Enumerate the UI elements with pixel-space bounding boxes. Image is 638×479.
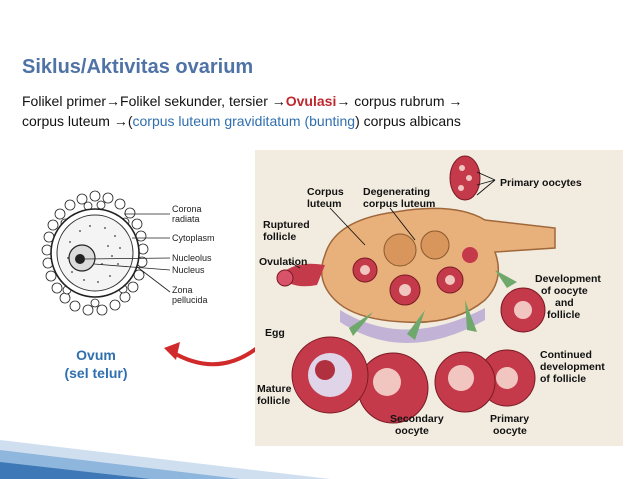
ovary-body — [320, 207, 556, 324]
ovulation-burst — [276, 263, 325, 287]
label-secondary: Secondary — [390, 413, 444, 425]
label-degenerating: Degenerating — [363, 186, 430, 198]
label-ovulation: Ovulation — [259, 256, 307, 268]
secondary-oocyte-follicle — [357, 352, 429, 424]
return-arrow-icon — [164, 342, 264, 367]
label-follicle: follicle — [263, 231, 296, 243]
ovary-internal-follicles — [352, 230, 478, 306]
cytoplasm — [56, 214, 134, 292]
label-oocyte-2: oocyte — [493, 425, 527, 437]
label-egg: Egg — [265, 327, 285, 339]
ovum-caption: Ovum (sel telur) — [36, 346, 156, 382]
label-cytoplasm: Cytoplasm — [172, 233, 215, 243]
body-text: Folikel primer→Folikel sekunder, tersier… — [22, 91, 622, 131]
text-corpus-luteum-graviditatum: corpus luteum graviditatum (bunting — [132, 113, 356, 129]
label-ruptured: Ruptured — [263, 219, 310, 231]
body-line-1: Folikel primer→Folikel sekunder, tersier… — [22, 91, 622, 111]
ovary-ligament — [340, 308, 485, 344]
slide-title: Siklus/Aktivitas ovarium — [22, 56, 254, 78]
ovum-caption-subtitle: (sel telur) — [64, 365, 128, 381]
text-paren-open: ( — [127, 113, 133, 129]
label-of-oocyte: of oocyte — [541, 285, 588, 297]
text-corpus-luteum: corpus luteum — [22, 113, 114, 129]
label-development: Development — [535, 273, 601, 285]
growth-arrows — [349, 270, 517, 340]
arrow-right-icon: → — [336, 93, 351, 109]
label-primary: Primary — [490, 413, 529, 425]
ovum-leader-lines — [84, 213, 171, 293]
ovum-diagram: Corona radiata Cytoplasm Nucleolus Nucle… — [41, 190, 215, 316]
label-radiata: radiata — [172, 214, 200, 224]
label-nucleus: Nucleus — [172, 265, 205, 275]
label-primary-oocytes: Primary oocytes — [500, 177, 582, 189]
text-ovulasi: Ovulasi — [285, 93, 337, 109]
text-corpus-rubrum: corpus rubrum — [350, 93, 449, 109]
body-line-2: corpus luteum →(corpus luteum graviditat… — [22, 111, 622, 131]
cytoplasm-granules — [67, 225, 121, 283]
developing-follicle — [500, 287, 546, 333]
mature-follicle — [291, 336, 369, 414]
label-luteum: luteum — [307, 198, 341, 210]
arrow-right-icon: → — [448, 93, 463, 109]
label-mature: Mature — [257, 383, 292, 395]
bottom-decoration — [0, 440, 330, 479]
ovum-caption-title: Ovum — [76, 347, 116, 363]
label-continued: Continued — [540, 349, 592, 361]
label-development-2: development — [540, 361, 605, 373]
label-follicle-3: follicle — [257, 395, 290, 407]
arrow-right-icon: → — [113, 113, 128, 129]
primary-oocyte-follicle — [434, 351, 496, 413]
label-pellucida: pellucida — [172, 295, 208, 305]
ovary-leader-lines — [289, 171, 496, 269]
label-follicle-2: follicle — [547, 309, 580, 321]
text-paren-close: ) corpus albicans — [355, 113, 461, 129]
label-nucleolus: Nucleolus — [172, 253, 212, 263]
ovary-diagram: Primary oocytes Corpus luteum Degenerati… — [255, 150, 623, 446]
label-zona: Zona — [172, 285, 193, 295]
label-corona: Corona — [172, 204, 202, 214]
label-corpus-luteum: corpus luteum — [363, 198, 435, 210]
arrow-right-icon: → — [106, 93, 121, 109]
nucleolus — [75, 254, 85, 264]
arrow-right-icon: → — [271, 93, 286, 109]
text-folikel-sekunder: Folikel sekunder, tersier — [120, 93, 272, 109]
label-oocyte: oocyte — [395, 425, 429, 437]
label-and: and — [555, 297, 574, 309]
label-corpus: Corpus — [307, 186, 344, 198]
label-of-follicle: of follicle — [540, 373, 586, 385]
text-folikel-primer: Folikel primer — [22, 93, 107, 109]
primary-oocytes-cluster — [449, 155, 481, 201]
